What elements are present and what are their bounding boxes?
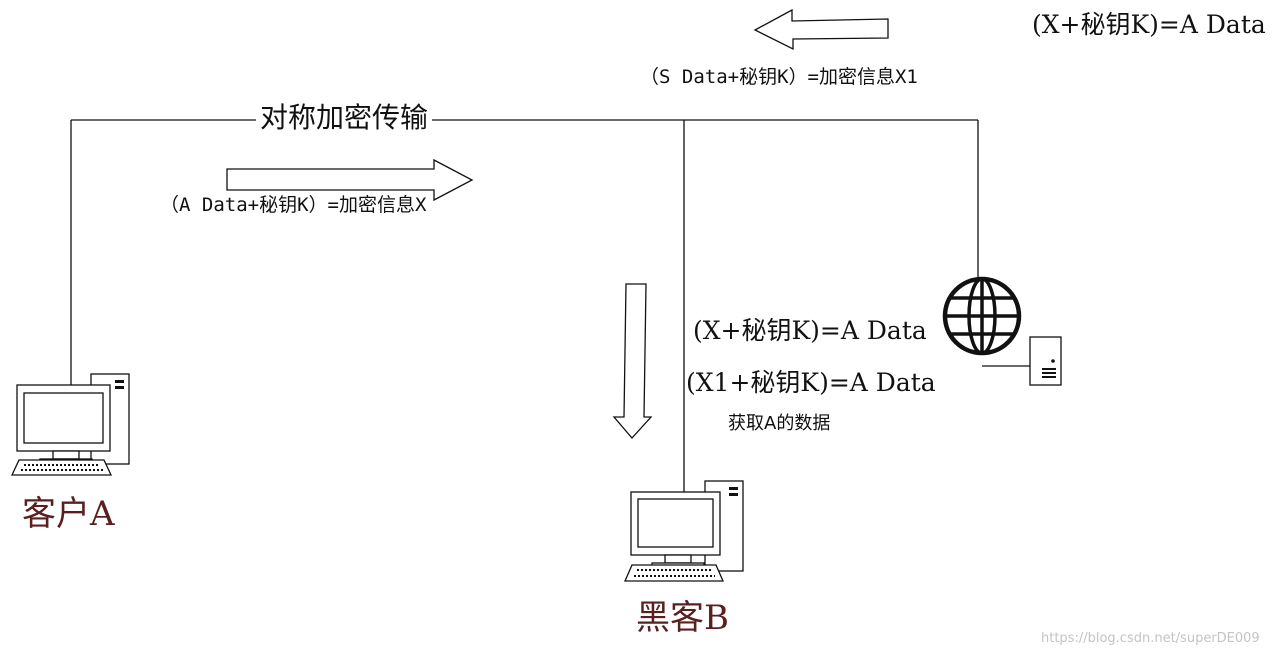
client-computer-icon xyxy=(10,373,130,476)
top-right-formula: (X+秘钥K)=A Data xyxy=(1032,10,1266,39)
decrypt-x1-label: (X1+秘钥K)=A Data xyxy=(686,368,936,397)
down-arrow-icon xyxy=(612,283,653,439)
decrypt-x-label: (X+秘钥K)=A Data xyxy=(693,316,927,345)
server-tower-icon xyxy=(1029,336,1062,386)
network-lines xyxy=(70,119,979,492)
client-name-label: 客户A xyxy=(22,494,115,534)
channel-label: 对称加密传输 xyxy=(256,104,433,132)
hacker-computer-icon xyxy=(624,480,744,582)
obtain-data-label: 获取A的数据 xyxy=(728,413,831,434)
hacker-name-label: 黑客B xyxy=(636,598,729,638)
left-arrow-icon xyxy=(753,8,889,51)
client-message-label: （A Data+秘钥K）=加密信息X xyxy=(160,194,427,216)
server-globe-icon xyxy=(942,276,1030,367)
right-arrow-icon xyxy=(226,158,474,202)
watermark: https://blog.csdn.net/superDE009 xyxy=(1041,631,1260,646)
server-message-label: （S Data+秘钥K）=加密信息X1 xyxy=(640,66,918,88)
